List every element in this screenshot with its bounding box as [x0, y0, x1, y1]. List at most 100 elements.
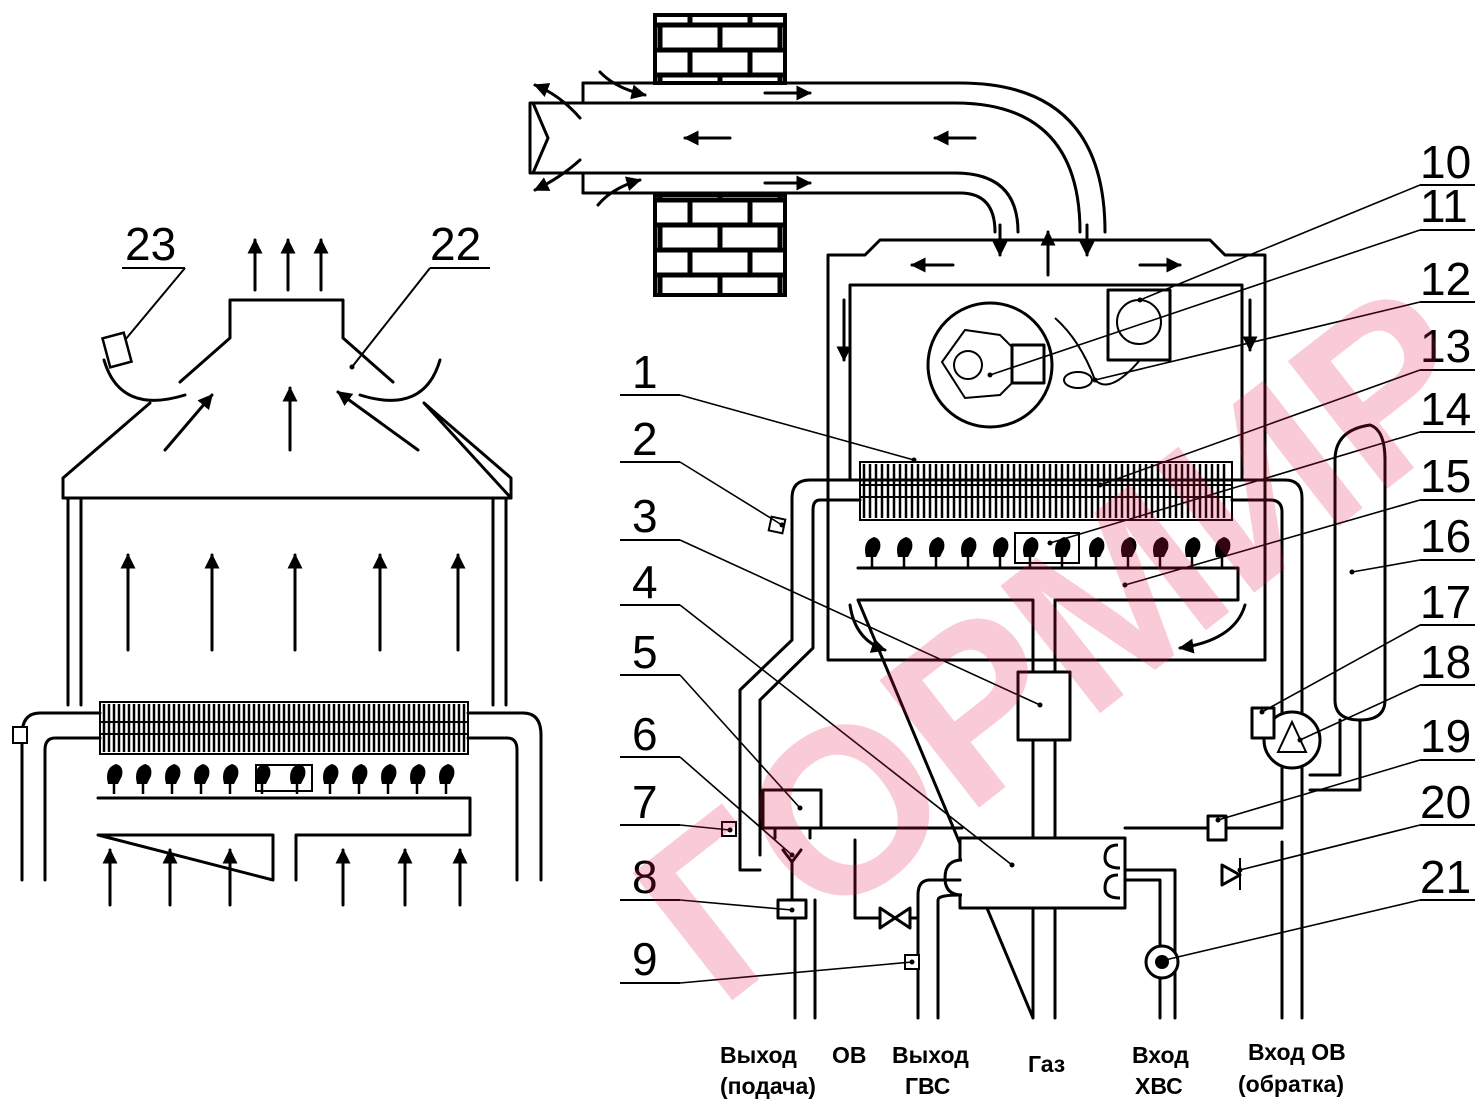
- burner-nozzle-icon: [1023, 537, 1039, 557]
- label-6: 6: [632, 708, 658, 760]
- left-gas-manifold: [96, 796, 472, 882]
- burner-nozzle-icon: [410, 764, 426, 784]
- three-way-valve: [781, 848, 803, 902]
- chamber-walls: [66, 496, 508, 707]
- conn-label-ov: ОВ: [832, 1042, 867, 1068]
- connection-labels: Выход (подача) ОВ Выход ГВС Газ Вход ХВС…: [720, 1039, 1346, 1099]
- label-21: 21: [1420, 851, 1471, 903]
- flue-terminal: [531, 101, 550, 175]
- burner-nozzle-icon: [961, 537, 977, 557]
- safety-valve-icon: [1220, 863, 1242, 887]
- label-19: 19: [1420, 710, 1471, 762]
- right-pipe: [466, 711, 543, 882]
- leader-23: [124, 267, 186, 341]
- burner-nozzle-icon: [929, 537, 945, 557]
- leader-19: [1217, 759, 1421, 821]
- conn-label-supply-1: Выход: [720, 1042, 797, 1068]
- filter: [1206, 814, 1228, 842]
- label-22: 22: [430, 218, 481, 270]
- burner-nozzle-icon: [1121, 537, 1137, 557]
- label-9: 9: [632, 933, 658, 985]
- circulation-pump: [1262, 710, 1322, 770]
- label-7: 7: [632, 776, 658, 828]
- burner-nozzle-icon: [897, 537, 913, 557]
- flue-inner-pipe: [528, 101, 1082, 234]
- fan-housing: [926, 301, 1054, 429]
- three-way-valve-motor: [761, 788, 823, 830]
- conn-label-gas: Газ: [1028, 1051, 1065, 1077]
- heat-exchanger-fins: [101, 704, 467, 752]
- wall-lower: [653, 193, 787, 297]
- label-4: 4: [632, 556, 658, 608]
- air-arrows: [836, 223, 1258, 654]
- main-heat-exchanger: [859, 461, 1233, 521]
- label-11: 11: [1420, 180, 1468, 232]
- label-15: 15: [1420, 450, 1471, 502]
- leader-20: [1239, 824, 1421, 871]
- leader-5: [679, 674, 801, 809]
- ignition-electrode: [1014, 532, 1080, 564]
- flue-outer-pipe: [581, 81, 1107, 234]
- left-burner-row: [107, 764, 455, 794]
- conn-label-cold-in-2: ХВС: [1135, 1073, 1183, 1099]
- leader-3: [679, 539, 1041, 706]
- right-flap: [358, 358, 442, 402]
- fan-motor: [1010, 343, 1046, 385]
- left-sketch: 23 22: [12, 218, 543, 907]
- flue-arrows: [533, 70, 977, 207]
- leader-2: [679, 461, 783, 526]
- expansion-tank: [1333, 423, 1387, 722]
- label-14: 14: [1420, 383, 1471, 435]
- leader-6: [679, 756, 793, 856]
- label-3: 3: [632, 490, 658, 542]
- burner-nozzle-icon: [1215, 537, 1231, 557]
- leader-10: [1139, 184, 1421, 301]
- label-17: 17: [1420, 576, 1471, 628]
- gas-valve: [1016, 670, 1072, 742]
- conn-label-cold-in-1: Вход: [1132, 1042, 1189, 1068]
- plate-heat-exchanger: [958, 836, 1127, 910]
- burner-nozzle-icon: [323, 764, 339, 784]
- leader-14: [1049, 431, 1421, 544]
- conn-label-return-1: Вход ОВ: [1248, 1039, 1346, 1065]
- label-8: 8: [632, 851, 658, 903]
- conn-label-supply-2: (подача): [720, 1073, 816, 1099]
- leader-9: [679, 961, 913, 984]
- burner-nozzle-icon: [1185, 537, 1201, 557]
- label-12: 12: [1420, 253, 1471, 305]
- main-heat-exchanger-fins: [861, 464, 1231, 518]
- burner-nozzle-icon: [1055, 537, 1071, 557]
- dhw-pipe: [916, 878, 962, 1020]
- leader-1: [679, 394, 915, 461]
- label-10: 10: [1420, 136, 1471, 188]
- boiler-schematic-right: [528, 13, 1387, 1020]
- air-vent: [1250, 706, 1276, 740]
- leader-8: [679, 899, 793, 911]
- leader-22: [351, 267, 431, 368]
- cold-water-pipe: [1123, 868, 1177, 1020]
- boiler-casing: [826, 238, 1267, 662]
- label-23: 23: [125, 218, 176, 270]
- leader-21: [1164, 899, 1421, 961]
- tank-line: [1308, 718, 1362, 792]
- wall-upper: [653, 13, 787, 85]
- burner-nozzle-icon: [993, 537, 1009, 557]
- burner-nozzle-icon: [865, 537, 881, 557]
- supply-pipe: [738, 478, 862, 1020]
- exhaust-arrows: [163, 238, 420, 452]
- left-flap: [102, 358, 187, 402]
- burner-nozzle-icon: [290, 764, 306, 784]
- burner-nozzle-icon: [1153, 537, 1169, 557]
- label-5: 5: [632, 626, 658, 678]
- leader-7: [679, 824, 731, 831]
- dhw-inlet-loop: [943, 858, 963, 897]
- air-intake-arrows: [102, 848, 468, 907]
- left-sensor-icon: [12, 726, 28, 744]
- label-13: 13: [1420, 320, 1471, 372]
- label-20: 20: [1420, 776, 1471, 828]
- leader-15: [1124, 499, 1421, 586]
- burner-nozzle-icon: [223, 764, 239, 784]
